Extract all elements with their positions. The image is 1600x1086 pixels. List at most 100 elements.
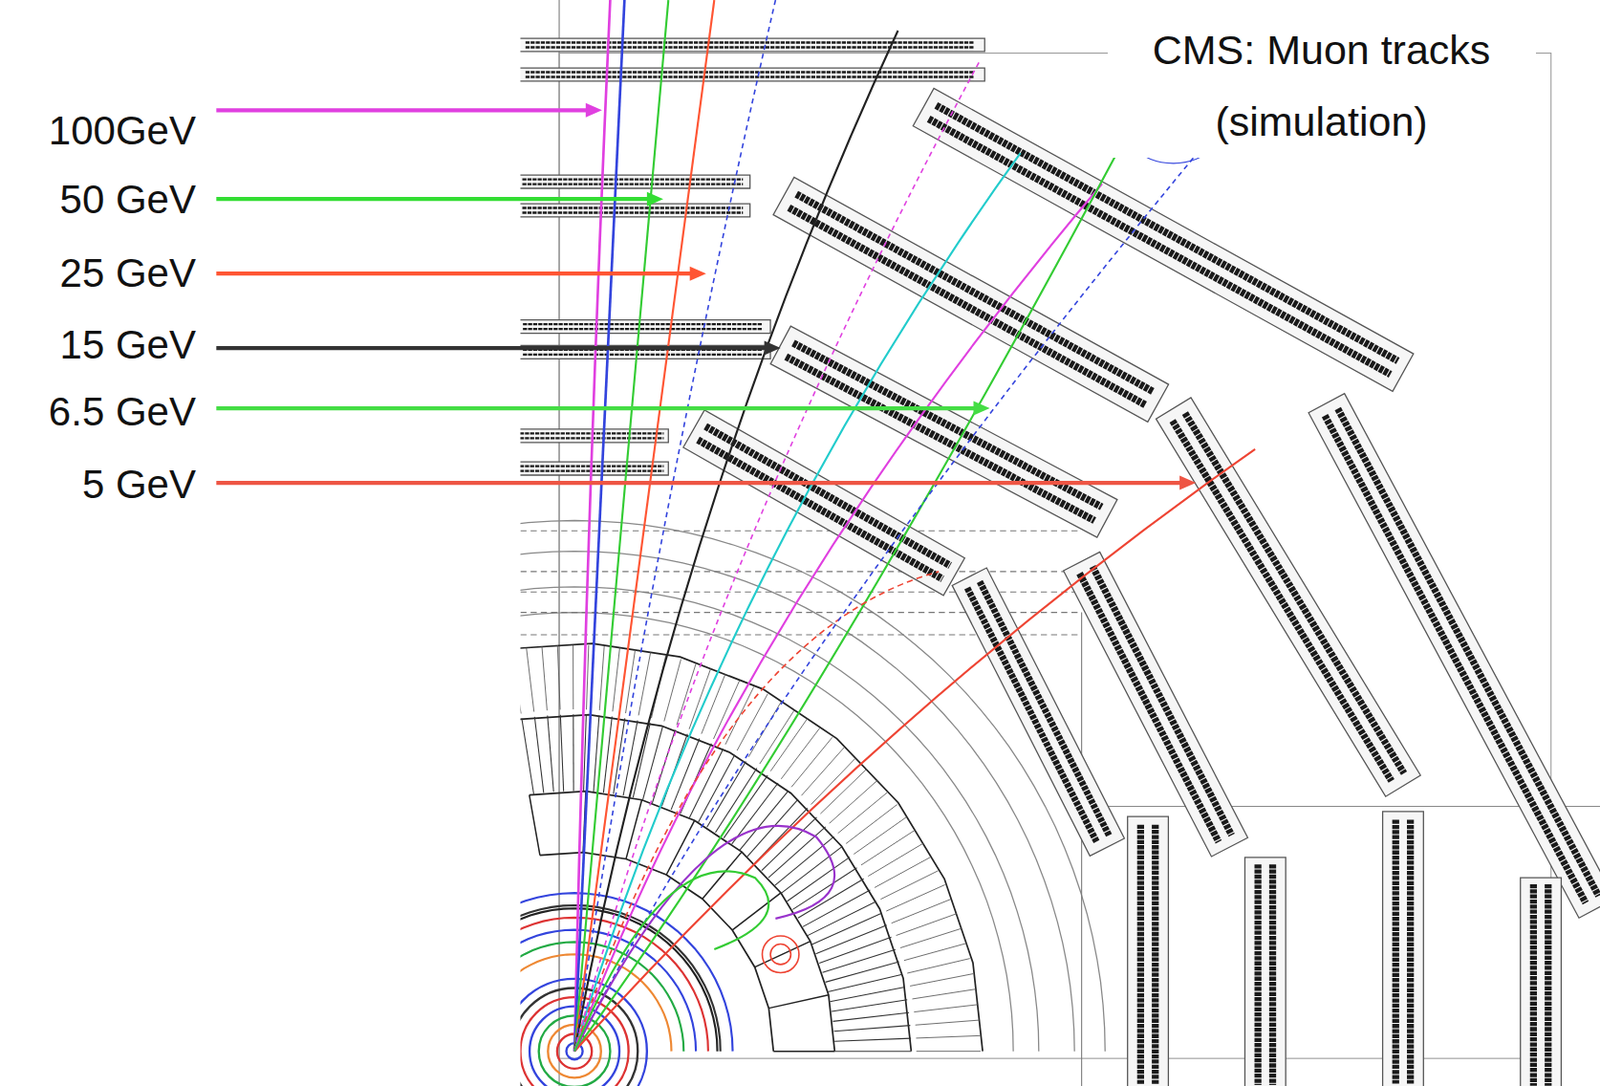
- line-shape: [768, 826, 826, 878]
- line-shape: [896, 913, 957, 936]
- energy-label: 50 GeV: [60, 177, 196, 222]
- line-shape: [915, 1019, 980, 1025]
- line-shape: [705, 426, 951, 566]
- line-shape: [979, 581, 1109, 836]
- line-shape: [916, 1050, 981, 1052]
- energy-label: 25 GeV: [60, 251, 196, 296]
- line-shape: [689, 668, 712, 729]
- line-shape: [759, 710, 795, 765]
- line-shape: [915, 1035, 980, 1038]
- line-shape: [775, 836, 835, 886]
- line-shape: [825, 961, 900, 982]
- line-shape: [522, 323, 763, 325]
- line-shape: [638, 651, 651, 715]
- polygon-shape: [519, 203, 750, 217]
- path-shape: [574, 870, 769, 1051]
- polygon-shape: [519, 320, 771, 334]
- polygon-shape: [972, 401, 990, 416]
- path-shape: [574, 449, 1255, 1052]
- line-shape: [572, 645, 574, 710]
- line-shape: [832, 1012, 909, 1021]
- polygon-shape: [519, 429, 669, 443]
- line-shape: [626, 800, 643, 860]
- line-shape: [1530, 884, 1537, 1086]
- circle-shape: [761, 935, 799, 973]
- line-shape: [886, 884, 945, 911]
- line-shape: [755, 941, 811, 968]
- line-shape: [736, 693, 768, 751]
- polygon-shape: [1127, 816, 1169, 1086]
- polygon-shape: [1383, 811, 1425, 1086]
- path-shape: [574, 0, 669, 1052]
- line-shape: [560, 714, 563, 792]
- line-shape: [623, 720, 638, 797]
- path-shape: [574, 0, 776, 1052]
- line-shape: [216, 108, 590, 112]
- line-shape: [834, 1050, 911, 1052]
- path-shape: [519, 941, 684, 1051]
- line-shape: [613, 717, 626, 794]
- line-shape: [664, 659, 682, 722]
- path-shape: [574, 0, 714, 1052]
- line-shape: [791, 736, 833, 787]
- line-shape: [525, 75, 975, 78]
- polygon-shape: [690, 266, 707, 282]
- line-shape: [845, 804, 897, 844]
- line-shape: [880, 870, 938, 900]
- line-shape: [519, 649, 521, 714]
- line-shape: [557, 645, 561, 710]
- line-shape: [900, 928, 962, 948]
- line-shape: [815, 925, 887, 954]
- line-shape: [572, 713, 574, 791]
- line-shape: [534, 716, 543, 794]
- line-shape: [586, 645, 589, 710]
- line-shape: [522, 353, 763, 356]
- energy-label: 100GeV: [48, 108, 196, 153]
- line-shape: [909, 973, 973, 987]
- line-shape: [1269, 864, 1276, 1085]
- line-shape: [913, 1004, 978, 1013]
- line-shape: [1092, 566, 1233, 836]
- line-shape: [541, 646, 547, 711]
- line-shape: [770, 718, 808, 772]
- energy-label: 15 GeV: [60, 323, 196, 368]
- line-shape: [519, 570, 1082, 572]
- line-shape: [831, 999, 908, 1012]
- detector-geometry: [519, 0, 1600, 1086]
- line-shape: [853, 817, 907, 855]
- line-shape: [525, 70, 975, 73]
- line-shape: [907, 958, 970, 973]
- line-shape: [861, 829, 915, 865]
- line-shape: [820, 769, 866, 815]
- polygon-shape: [519, 174, 750, 189]
- polygon-shape: [1244, 857, 1286, 1086]
- polygon-shape: [647, 192, 664, 207]
- line-shape: [522, 182, 744, 185]
- path-shape: [574, 825, 835, 1052]
- leader-arrows: [216, 103, 1196, 491]
- line-shape: [216, 406, 977, 411]
- circle-shape: [770, 944, 791, 965]
- polygon-shape: [1520, 877, 1562, 1086]
- line-shape: [632, 722, 650, 798]
- line-shape: [739, 790, 789, 850]
- polygon-shape: [585, 103, 603, 118]
- line-shape: [216, 345, 769, 350]
- line-shape: [1081, 612, 1082, 1086]
- line-shape: [732, 782, 779, 844]
- line-shape: [676, 663, 696, 725]
- line-shape: [833, 1025, 910, 1032]
- line-shape: [522, 327, 763, 330]
- line-shape: [732, 892, 781, 930]
- line-shape: [521, 718, 535, 795]
- line-shape: [713, 679, 740, 738]
- line-shape: [522, 177, 744, 180]
- polygon-shape: [519, 38, 985, 52]
- polygon-shape: [764, 341, 781, 356]
- line-shape: [1324, 415, 1586, 904]
- line-shape: [904, 943, 967, 961]
- line-shape: [773, 1050, 835, 1052]
- line-shape: [867, 843, 924, 876]
- line-shape: [1544, 884, 1552, 1086]
